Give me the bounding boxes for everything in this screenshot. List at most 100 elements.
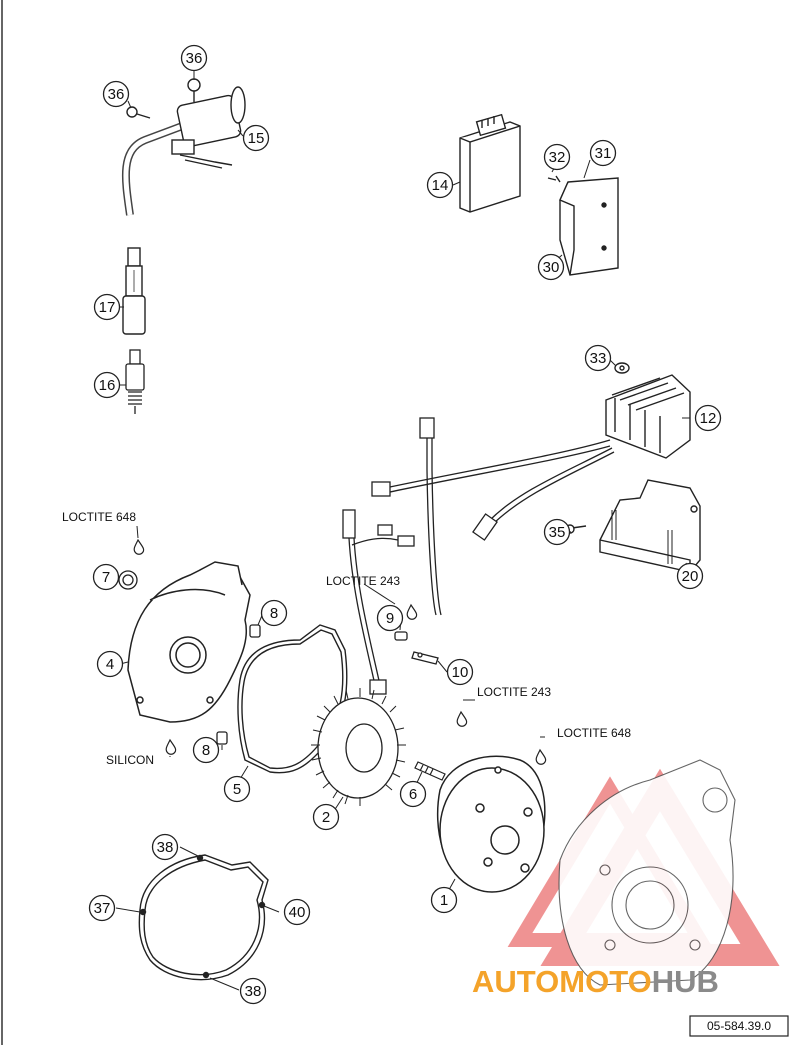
ignition-coil	[121, 78, 246, 216]
callout-number: 32	[549, 149, 566, 166]
callout-4: 4	[96, 650, 124, 678]
regulator-wiring	[371, 417, 615, 616]
callout-number: 7	[102, 569, 110, 586]
callout-14: 14	[426, 171, 454, 199]
part-callouts: 36 36 15 17 16 14 32 31 30 33 12 35 20 7 8 4 8 9 10 5 2 6 1 38 3…	[88, 44, 722, 1005]
callout-number: 8	[270, 605, 278, 622]
callout-number: 36	[108, 86, 125, 103]
callout-15: 15	[242, 124, 270, 152]
callout-number: 40	[289, 904, 306, 921]
callout-20: 20	[676, 562, 704, 590]
callout-38b: 38	[239, 977, 267, 1005]
callout-number: 20	[682, 568, 699, 585]
callout-circle	[88, 894, 116, 922]
watermark-part2: HUB	[652, 964, 719, 999]
loctite-648-label-right: LOCTITE 648	[557, 726, 631, 740]
callout-number: 36	[186, 50, 203, 67]
callout-circle	[242, 124, 270, 152]
small-parts	[118, 570, 439, 745]
callout-2: 2	[312, 803, 340, 831]
callout-circle	[223, 775, 251, 803]
loctite-243-label-upper: LOCTITE 243	[326, 574, 400, 588]
callout-32: 32	[543, 143, 571, 171]
callout-33: 33	[584, 344, 612, 372]
callout-circle	[430, 886, 458, 914]
callout-circle	[426, 171, 454, 199]
cdi-bracket	[547, 175, 619, 276]
callout-circle	[399, 780, 427, 808]
callout-circle	[239, 977, 267, 1005]
callout-circle	[151, 833, 179, 861]
flywheel-bolt	[414, 761, 446, 781]
callout-8a: 8	[260, 599, 288, 627]
callout-8b: 8	[192, 736, 220, 764]
lower-gasket	[138, 854, 269, 981]
callout-circle	[694, 404, 722, 432]
callout-number: 10	[452, 664, 469, 681]
regulator-bracket	[565, 479, 701, 573]
callout-circle	[589, 139, 617, 167]
callout-circle	[93, 371, 121, 399]
cdi-unit	[459, 113, 521, 213]
callout-number: 17	[99, 299, 116, 316]
callout-circle	[96, 650, 124, 678]
callout-number: 14	[432, 177, 449, 194]
callout-number: 35	[549, 524, 566, 541]
callout-30: 30	[537, 253, 565, 281]
callout-number: 9	[386, 610, 394, 627]
callout-38a: 38	[151, 833, 179, 861]
callout-circle	[260, 599, 288, 627]
callout-number: 1	[440, 892, 448, 909]
callout-number: 38	[157, 839, 174, 856]
callout-circle	[376, 604, 404, 632]
callout-40: 40	[283, 898, 311, 926]
callout-number: 15	[248, 130, 265, 147]
callout-7: 7	[92, 563, 120, 591]
callout-12: 12	[694, 404, 722, 432]
callout-circle	[312, 803, 340, 831]
callout-9: 9	[376, 604, 404, 632]
callout-number: 16	[99, 377, 116, 394]
reference-code-box: 05-584.39.0	[689, 1015, 789, 1037]
callout-circle	[102, 80, 130, 108]
voltage-regulator	[605, 362, 691, 459]
callout-circle	[676, 562, 704, 590]
stator-wiring	[342, 509, 415, 695]
callout-circle	[537, 253, 565, 281]
spark-plug-boot	[122, 247, 146, 335]
callout-number: 33	[590, 350, 607, 367]
loctite-648-drop-left	[133, 538, 145, 555]
callout-31: 31	[589, 139, 617, 167]
callout-circle	[446, 658, 474, 686]
callout-circle	[584, 344, 612, 372]
callout-circle	[192, 736, 220, 764]
callout-circle	[543, 518, 571, 546]
silicon-label: SILICON	[106, 753, 154, 767]
callout-10: 10	[446, 658, 474, 686]
callout-number: 38	[245, 983, 262, 1000]
callout-number: 12	[700, 410, 717, 427]
callout-number: 37	[94, 900, 111, 917]
callout-circle	[92, 563, 120, 591]
callout-number: 31	[595, 145, 612, 162]
callout-circle	[180, 44, 208, 72]
callout-number: 4	[106, 656, 114, 673]
callout-circle	[543, 143, 571, 171]
callout-number: 2	[322, 809, 330, 826]
loctite-243-label-lower: LOCTITE 243	[477, 685, 551, 699]
sealant-drops	[133, 538, 547, 765]
callout-16: 16	[93, 371, 121, 399]
reference-code: 05-584.39.0	[707, 1019, 771, 1033]
callout-17: 17	[93, 293, 121, 321]
spark-plug	[125, 349, 145, 414]
callout-number: 30	[543, 259, 560, 276]
callout-5: 5	[223, 775, 251, 803]
callout-36a: 36	[180, 44, 208, 72]
callout-number: 8	[202, 742, 210, 759]
stator	[311, 688, 406, 806]
callout-circle	[93, 293, 121, 321]
crankcase-section	[558, 759, 736, 986]
callout-6: 6	[399, 780, 427, 808]
callout-number: 5	[233, 781, 241, 798]
